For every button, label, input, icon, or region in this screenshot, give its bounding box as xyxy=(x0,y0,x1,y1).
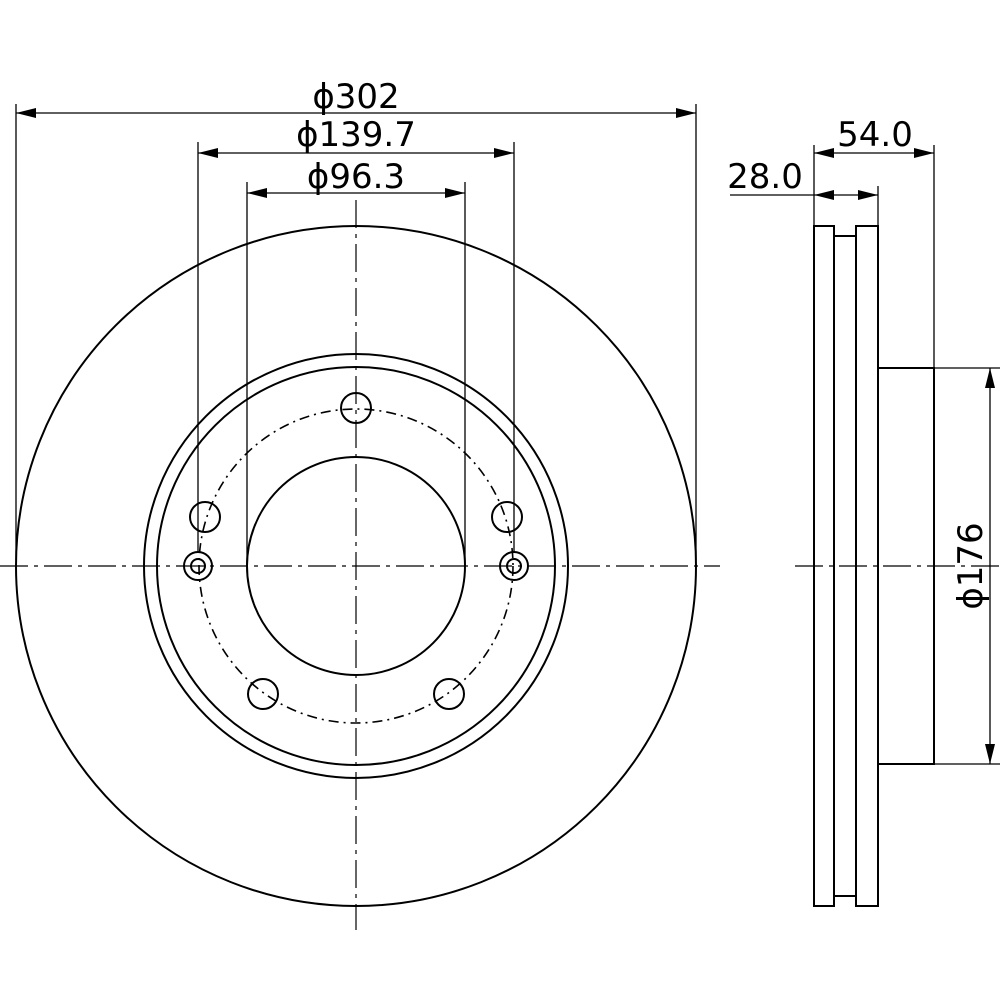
arrow-right xyxy=(676,108,696,118)
side-view xyxy=(795,225,1000,907)
disc-thickness-label: 28.0 xyxy=(727,157,803,197)
bolt-hole xyxy=(189,501,221,533)
arrow-right xyxy=(914,148,934,158)
front-view-dimensions: ϕ302 ϕ139.7 ϕ96.3 xyxy=(15,77,697,566)
bolt-hole xyxy=(491,501,523,533)
arrow-bottom xyxy=(985,744,995,764)
hat-diameter-label: ϕ176 xyxy=(951,522,991,609)
arrow-left xyxy=(814,190,834,200)
arrow-right xyxy=(445,188,465,198)
bolt-circle xyxy=(198,408,514,724)
total-height-label: 54.0 xyxy=(837,115,913,155)
arrow-left xyxy=(247,188,267,198)
arrow-top xyxy=(985,368,995,388)
locating-hole-inner xyxy=(506,558,522,574)
hat-inner-circle xyxy=(156,366,556,766)
bolt-hole xyxy=(247,678,279,710)
arrow-left xyxy=(814,148,834,158)
locating-hole-inner xyxy=(190,558,206,574)
bolt-hole xyxy=(433,678,465,710)
center-bore-label: ϕ96.3 xyxy=(307,157,405,197)
disc-inner-plate xyxy=(855,225,879,907)
front-view xyxy=(0,200,720,930)
bolt-hole xyxy=(340,392,372,424)
disc-hat xyxy=(878,367,935,765)
bolt-circle-label: ϕ139.7 xyxy=(296,115,416,155)
side-view-dimensions: 54.0 28.0 ϕ176 xyxy=(727,115,1000,765)
arrow-left xyxy=(198,148,218,158)
hat-outer-circle xyxy=(143,353,569,779)
arrow-right xyxy=(858,190,878,200)
arrow-right xyxy=(494,148,514,158)
arrow-left xyxy=(16,108,36,118)
outer-diameter-label: ϕ302 xyxy=(312,77,399,117)
outer-disc-circle xyxy=(15,225,697,907)
